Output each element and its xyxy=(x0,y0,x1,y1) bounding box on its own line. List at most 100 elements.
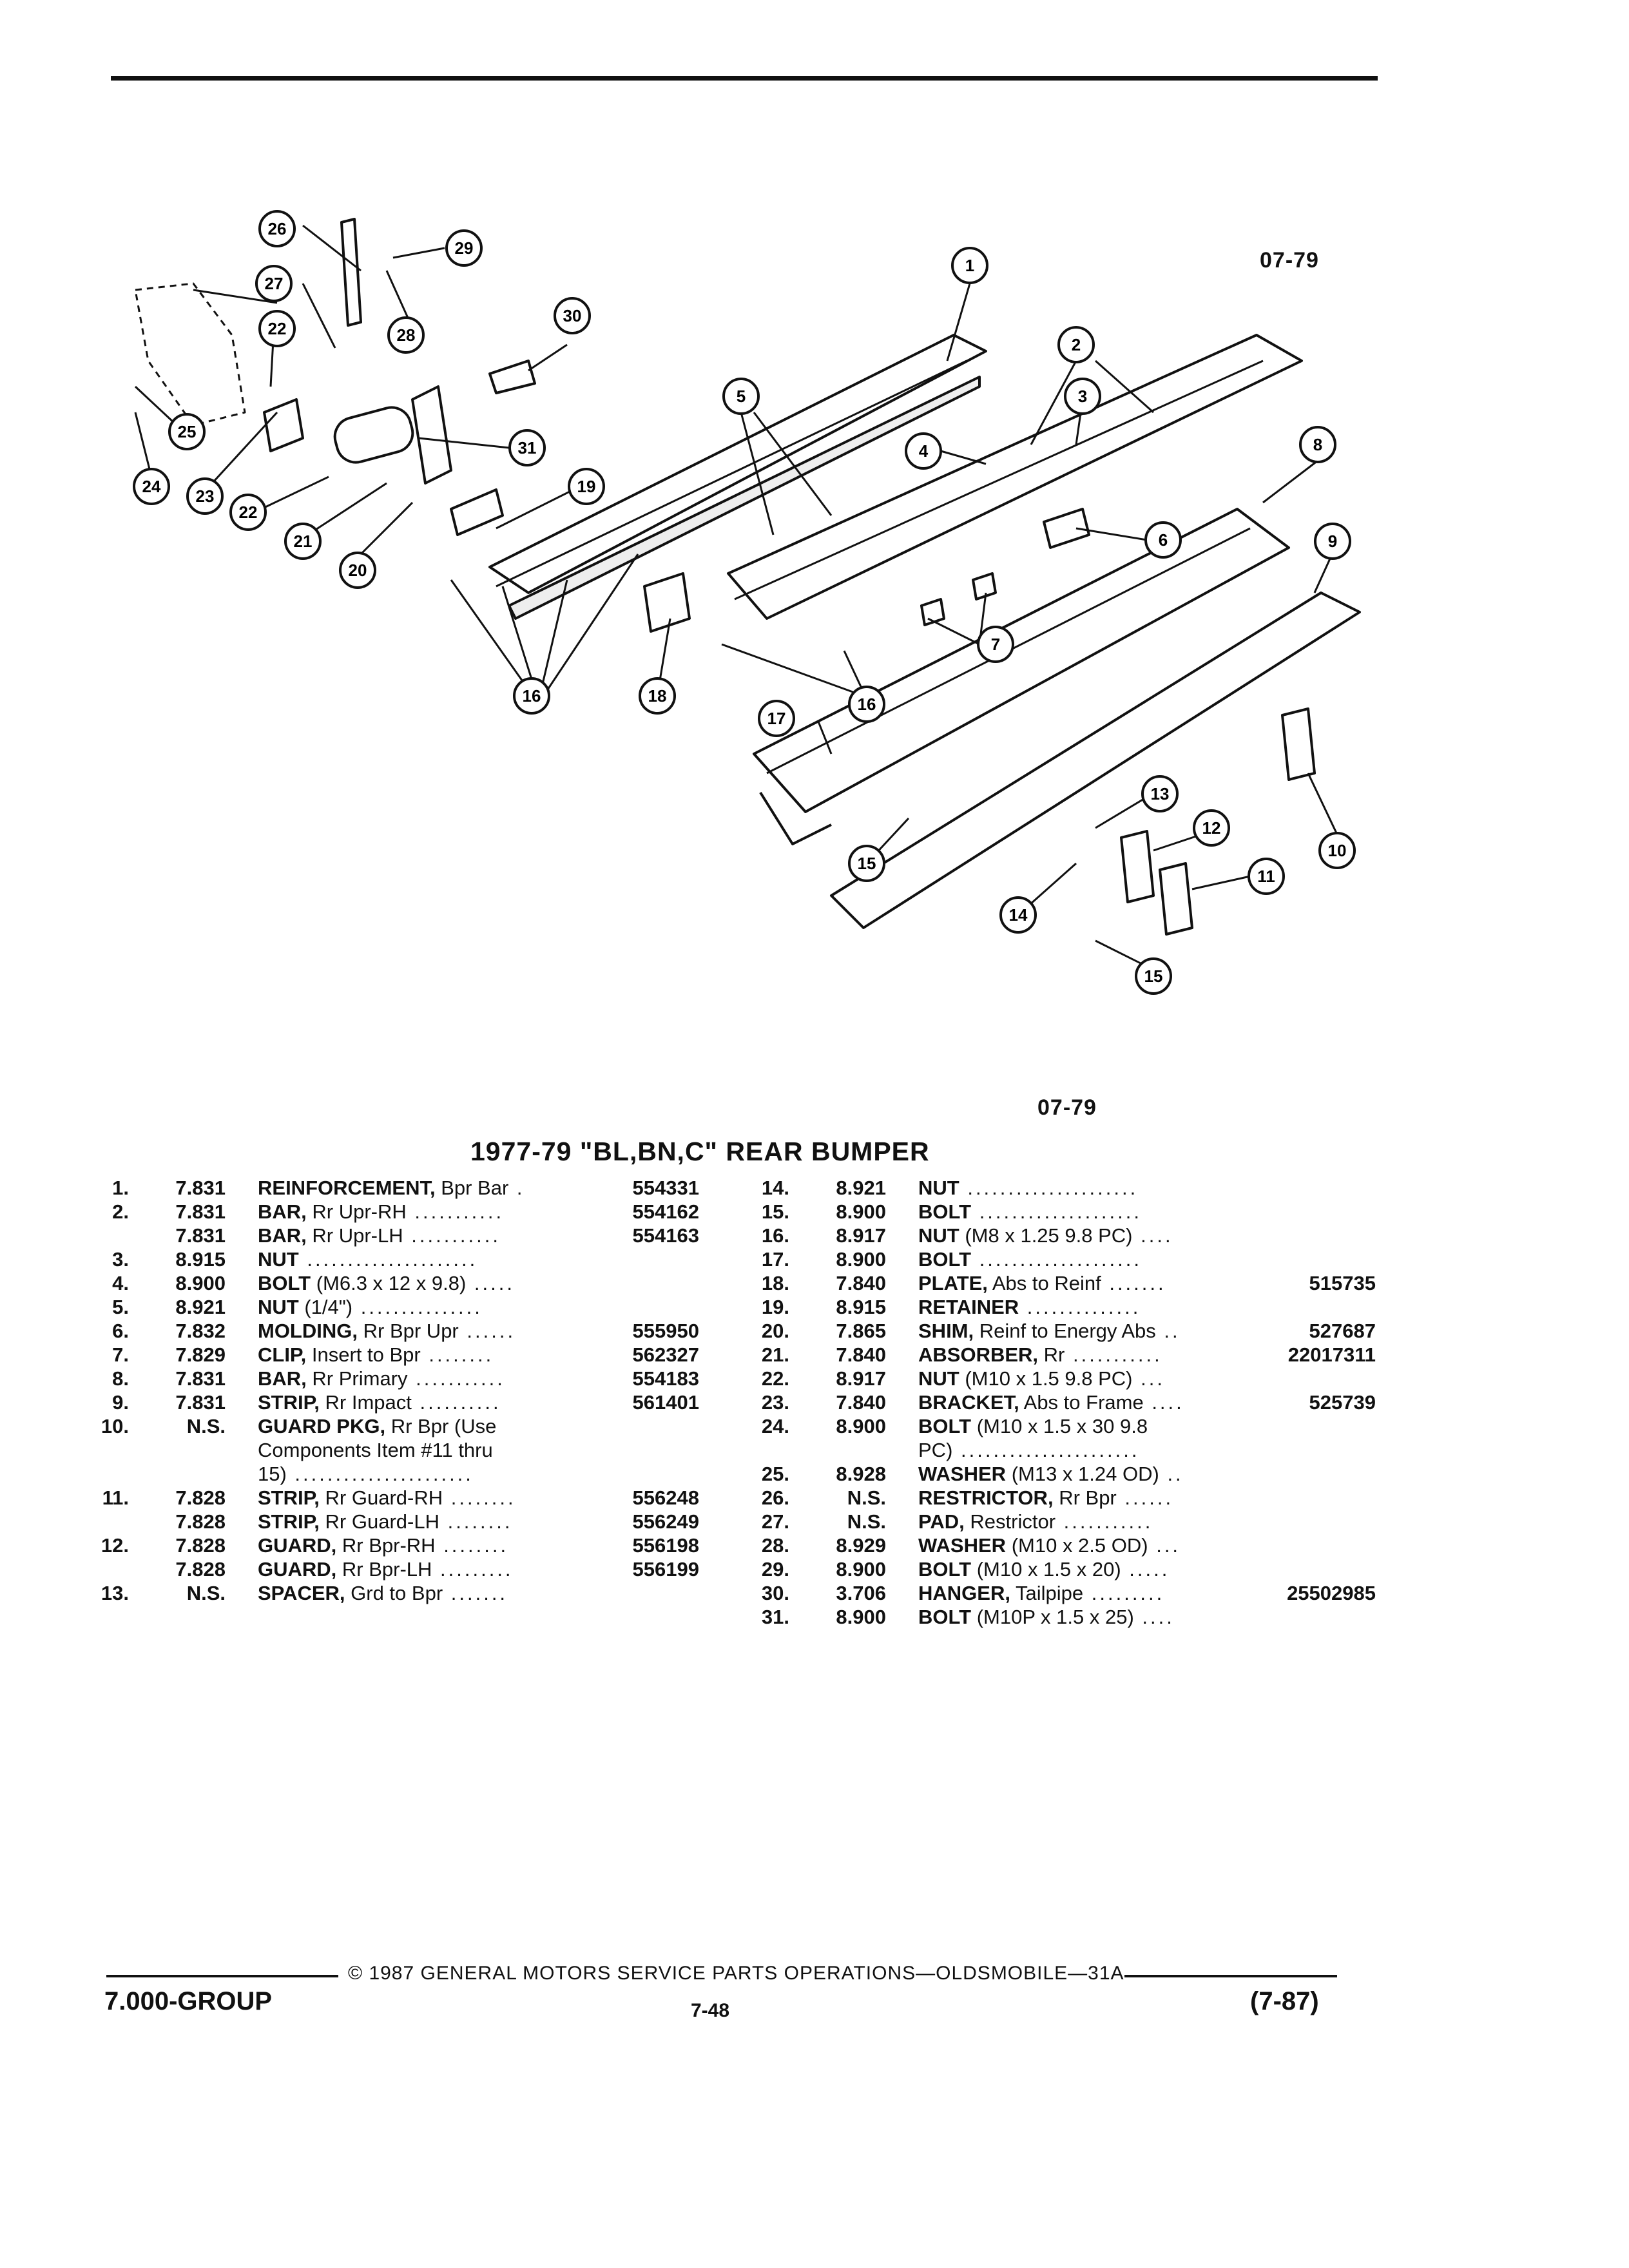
item-description: STRIP, Rr Impact .......... xyxy=(258,1391,501,1414)
item-name: CLIP, xyxy=(258,1343,307,1366)
item-number: 20. xyxy=(761,1320,789,1342)
item-number: 22. xyxy=(761,1367,789,1390)
item-description: NUT (M8 x 1.25 9.8 PC) .... xyxy=(918,1224,1173,1247)
parts-row: 27.N.S.PAD, Restrictor ........... xyxy=(751,1510,1376,1534)
part-number: 515735 xyxy=(1309,1272,1376,1294)
item-name: NUT xyxy=(918,1367,959,1390)
callout-22-a: 22 xyxy=(258,310,296,347)
parts-row: 15) ...................... xyxy=(90,1463,715,1486)
part-number: 25502985 xyxy=(1287,1582,1376,1604)
item-description: ABSORBER, Rr ........... xyxy=(918,1343,1162,1367)
item-name: MOLDING, xyxy=(258,1320,358,1342)
group-code: 7.840 xyxy=(836,1391,886,1414)
group-code: 8.900 xyxy=(175,1272,226,1294)
item-name: BOLT xyxy=(918,1558,972,1581)
leader-dots: ........... xyxy=(1065,1343,1162,1366)
item-name: BOLT xyxy=(918,1415,972,1437)
item-number: 8. xyxy=(112,1367,129,1390)
item-number: 1. xyxy=(112,1177,129,1199)
item-detail: (M10P x 1.5 x 25) xyxy=(976,1606,1134,1628)
item-number: 25. xyxy=(761,1463,789,1485)
item-description: PLATE, Abs to Reinf ....... xyxy=(918,1272,1166,1295)
item-detail: Components Item #11 thru xyxy=(258,1439,493,1461)
item-name: BOLT xyxy=(918,1200,972,1223)
item-detail: Rr Upr-LH xyxy=(312,1224,403,1247)
item-description: Components Item #11 thru xyxy=(258,1439,493,1462)
callout-26: 26 xyxy=(258,210,296,247)
guard-10 xyxy=(1281,707,1316,781)
molding-6 xyxy=(1043,508,1090,549)
callout-16-b: 16 xyxy=(848,686,885,723)
leader-dots: ....... xyxy=(443,1582,508,1604)
leader-dots: ........ xyxy=(420,1343,494,1366)
callout-6: 6 xyxy=(1144,521,1182,559)
item-detail: Abs to Reinf xyxy=(992,1272,1101,1294)
group-code: 7.865 xyxy=(836,1320,886,1342)
item-detail: Rr Guard-LH xyxy=(325,1510,439,1533)
part-number: 525739 xyxy=(1309,1391,1376,1414)
leader-dots: ........ xyxy=(439,1510,513,1533)
item-number: 3. xyxy=(112,1248,129,1271)
svg-text:5: 5 xyxy=(737,387,746,406)
callout-29: 29 xyxy=(445,229,483,267)
item-description: GUARD, Rr Bpr-RH ........ xyxy=(258,1534,508,1557)
callout-circles: 1 2 3 4 5 6 7 8 9 10 11 12 13 14 15 15 1… xyxy=(133,210,1356,995)
svg-text:12: 12 xyxy=(1202,818,1221,838)
item-detail: (M8 x 1.25 9.8 PC) xyxy=(965,1224,1133,1247)
parts-row: 10.N.S.GUARD PKG, Rr Bpr (Use xyxy=(90,1415,715,1439)
item-name: STRIP, xyxy=(258,1391,320,1414)
group-code: 7.831 xyxy=(175,1224,226,1247)
reinforcement-bar xyxy=(488,334,987,594)
item-description: MOLDING, Rr Bpr Upr ...... xyxy=(258,1320,516,1343)
item-name: HANGER, xyxy=(918,1582,1010,1604)
group-code: 7.828 xyxy=(175,1534,226,1557)
svg-text:18: 18 xyxy=(648,686,667,706)
callout-31: 31 xyxy=(508,429,546,466)
item-name: SHIM, xyxy=(918,1320,974,1342)
group-code: 8.928 xyxy=(836,1463,886,1485)
item-description: STRIP, Rr Guard-RH ........ xyxy=(258,1486,516,1510)
item-number: 17. xyxy=(761,1248,789,1271)
leader-dots: ............... xyxy=(352,1296,483,1318)
callout-23: 23 xyxy=(186,477,224,515)
item-detail: 15) xyxy=(258,1463,287,1485)
guard-12 xyxy=(1120,830,1155,903)
part-number: 22017311 xyxy=(1287,1343,1376,1366)
part-number: 554331 xyxy=(632,1177,699,1199)
callout-5: 5 xyxy=(722,378,760,415)
item-number: 9. xyxy=(112,1391,129,1414)
item-name: SPACER, xyxy=(258,1582,345,1604)
callout-1: 1 xyxy=(951,247,988,284)
svg-text:21: 21 xyxy=(294,532,313,551)
item-name: STRIP, xyxy=(258,1486,320,1509)
item-number: 24. xyxy=(761,1415,789,1437)
svg-text:30: 30 xyxy=(563,306,582,325)
item-description: REINFORCEMENT, Bpr Bar . xyxy=(258,1177,525,1200)
absorber xyxy=(333,406,414,464)
group-code: 8.921 xyxy=(836,1177,886,1199)
item-description: CLIP, Insert to Bpr ........ xyxy=(258,1343,494,1367)
svg-text:17: 17 xyxy=(767,709,786,728)
group-code: 8.900 xyxy=(836,1248,886,1271)
item-description: GUARD PKG, Rr Bpr (Use xyxy=(258,1415,496,1438)
item-detail: Rr Upr-RH xyxy=(312,1200,407,1223)
item-number: 2. xyxy=(112,1200,129,1223)
svg-text:19: 19 xyxy=(577,477,596,496)
item-detail: Rr Bpr-LH xyxy=(342,1558,432,1581)
item-name: BOLT xyxy=(918,1248,972,1271)
item-number: 12. xyxy=(101,1534,129,1557)
item-description: PAD, Restrictor ........... xyxy=(918,1510,1153,1533)
item-description: RETAINER .............. xyxy=(918,1296,1141,1319)
part-number: 554162 xyxy=(632,1200,699,1223)
item-description: SPACER, Grd to Bpr ....... xyxy=(258,1582,508,1605)
svg-text:16: 16 xyxy=(523,686,541,706)
part-number: 554183 xyxy=(632,1367,699,1390)
item-description: BOLT (M6.3 x 12 x 9.8) ..... xyxy=(258,1272,515,1295)
item-number: 7. xyxy=(112,1343,129,1366)
item-description: PC) ...................... xyxy=(918,1439,1140,1462)
